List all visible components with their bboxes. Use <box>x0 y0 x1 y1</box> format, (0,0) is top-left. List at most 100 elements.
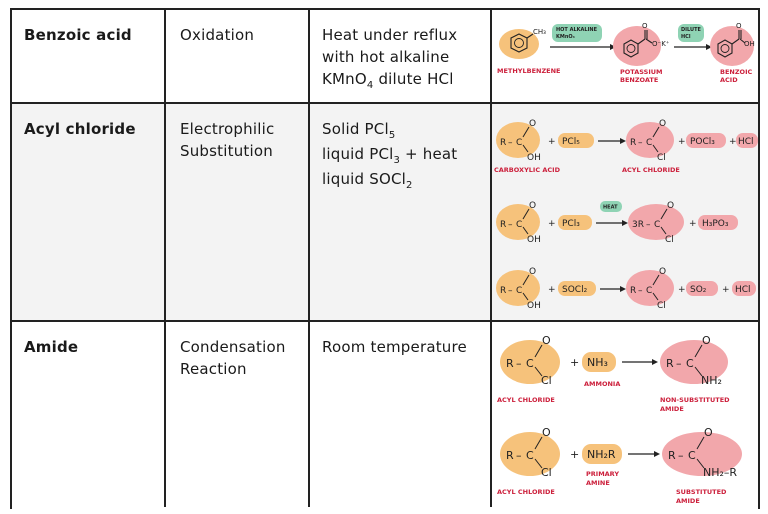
plus-sign: + <box>548 219 556 229</box>
r-group: R <box>500 286 506 296</box>
product-caption: AMIDE <box>660 405 684 413</box>
plus-sign: + <box>548 285 556 295</box>
conditions-line: KMnO4 dilute HCl <box>322 68 492 93</box>
bond: – <box>516 449 522 462</box>
reagent-formula: PCl₅ <box>562 137 580 147</box>
intermediate-highlight <box>613 26 661 66</box>
table-row-amide: Amide Condensation Reaction Room tempera… <box>12 322 758 509</box>
product-caption: ACID <box>720 76 738 84</box>
carbon-atom: C <box>526 449 534 462</box>
benzene-ring-icon <box>623 39 639 58</box>
reagent-line: KMnO₄ <box>556 34 575 40</box>
oxygen-atom: O <box>659 267 666 277</box>
reactions-table: Benzoic acid Oxidation Heat under reflux… <box>10 8 760 509</box>
reagent-formula: NH₃ <box>587 356 608 369</box>
conditions-line: Room temperature <box>322 338 467 356</box>
column-divider <box>490 10 492 507</box>
reaction-type-line: Electrophilic <box>180 120 275 138</box>
methyl-group-label: CH₃ <box>533 28 546 36</box>
hydroxyl-group: OH <box>527 235 541 245</box>
carbon-atom: C <box>646 286 652 296</box>
reagent-badge <box>552 24 602 42</box>
table-row-acyl-chloride: Acyl chloride Electrophilic Substitution… <box>12 104 758 322</box>
plus-sign: + <box>570 448 579 461</box>
bond: – <box>508 220 513 230</box>
column-divider <box>164 10 166 507</box>
r-group: R <box>506 449 514 462</box>
formula-kmno4: KMnO <box>322 70 367 88</box>
reagent-caption: AMINE <box>586 479 610 487</box>
reagent-formula: NH₂R <box>587 448 616 461</box>
reaction-scheme-acyl-chloride: R – C O OH + PCl₅ R – C <box>492 104 758 320</box>
product-caption: BENZOIC <box>720 68 752 76</box>
byproduct-formula: HCl <box>735 285 751 295</box>
oxygen-atom: O <box>529 267 536 277</box>
amine-group: NH₂ <box>701 374 722 387</box>
bond: – <box>676 357 682 370</box>
chlorine-atom: Cl <box>657 301 666 311</box>
reagent-line: HOT ALKALINE <box>556 27 598 33</box>
bond: – <box>638 286 643 296</box>
plus-sign: + <box>729 137 737 147</box>
reaction-type-line: Substitution <box>180 142 273 160</box>
formula-pcl5: Solid PCl <box>322 120 389 138</box>
formula-pcl3: liquid PCl <box>322 145 394 163</box>
bond: – <box>646 220 651 230</box>
hydroxyl-group: OH <box>744 40 755 48</box>
acyl-chloride-scheme-svg: R – C O OH + PCl₅ R – C <box>494 119 758 311</box>
reaction-type-line: Reaction <box>180 360 247 378</box>
carbon-atom: C <box>526 357 534 370</box>
reactant-caption: CARBOXYLIC ACID <box>494 166 561 174</box>
reagent-line: HCl <box>681 34 691 40</box>
plus-sign: + <box>678 137 686 147</box>
product-caption: AMIDE <box>676 497 700 505</box>
bond: – <box>516 357 522 370</box>
subscript: 4 <box>366 80 374 91</box>
compound-cell: Amide <box>24 338 79 356</box>
oxygen-atom: O <box>529 201 536 211</box>
chlorine-atom: Cl <box>665 235 674 245</box>
r-group: R <box>630 138 636 148</box>
r-group: R <box>666 357 674 370</box>
r-group: R <box>668 449 676 462</box>
condition-badge: HEAT <box>603 205 618 211</box>
reaction-type-line: Condensation <box>180 338 286 356</box>
plus-sign: + <box>678 285 686 295</box>
equation-pcl5: R – C O OH + PCl₅ R – C <box>494 119 758 174</box>
oxygen-atom: O <box>529 119 536 129</box>
bond: – <box>638 138 643 148</box>
reagent-caption: PRIMARY <box>586 470 619 478</box>
conditions-cell: Heat under reflux with hot alkaline KMnO… <box>322 24 492 93</box>
oxygen-atom: O <box>667 201 674 211</box>
table-row-benzoic-acid: Benzoic acid Oxidation Heat under reflux… <box>12 10 758 104</box>
conditions-line: liquid SOCl2 <box>322 170 413 191</box>
r-group: R <box>500 220 506 230</box>
oxygen-atom: O <box>542 334 551 347</box>
reagent-badge <box>678 24 704 42</box>
conditions-line: with hot alkaline <box>322 48 450 66</box>
conditions-line: Solid PCl5 <box>322 120 396 141</box>
reaction-type-cell: Condensation Reaction <box>180 336 308 380</box>
reagent-caption: AMMONIA <box>584 380 620 388</box>
carbon-atom: C <box>686 357 694 370</box>
oxygen-atom: O <box>736 22 742 30</box>
compound-cell: Benzoic acid <box>24 26 132 44</box>
byproduct-formula: SO₂ <box>690 285 707 295</box>
bond: – <box>678 449 684 462</box>
reactant-caption: ACYL CHLORIDE <box>497 396 555 404</box>
carbon-atom: C <box>688 449 696 462</box>
byproduct-formula: HCl <box>738 137 754 147</box>
r-group: R <box>630 286 636 296</box>
reaction-type-cell: Oxidation <box>180 26 255 44</box>
carbon-atom: C <box>654 220 660 230</box>
aromatic-circle-icon <box>514 38 524 48</box>
product-caption: SUBSTITUTED <box>676 488 727 496</box>
plus-sign: + <box>689 219 697 229</box>
reagent-formula: PCl₃ <box>562 219 580 229</box>
carboxylate-group: O⁻K⁺ <box>652 40 670 48</box>
chlorine-atom: Cl <box>541 466 552 479</box>
carbon-atom: C <box>516 138 522 148</box>
reagent-line: DILUTE <box>681 27 701 33</box>
plus-sign: + <box>548 137 556 147</box>
column-divider <box>308 10 310 507</box>
